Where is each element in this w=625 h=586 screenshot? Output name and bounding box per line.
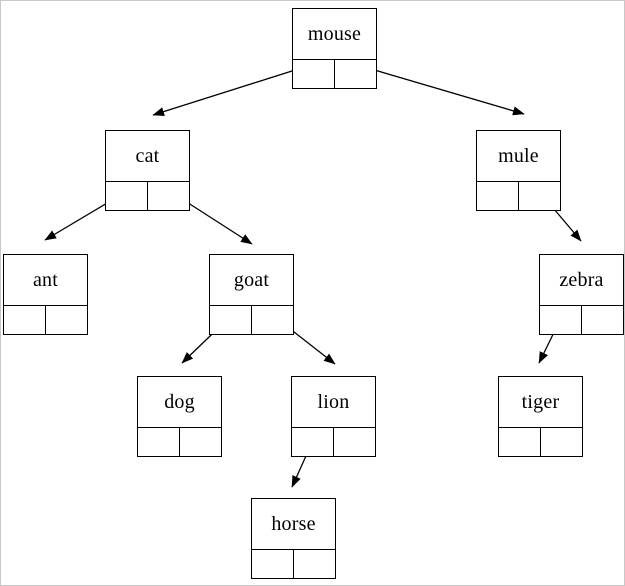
- right-pointer-cell-zebra[interactable]: [582, 306, 623, 334]
- left-pointer-cell-lion[interactable]: [292, 428, 334, 456]
- node-label-tiger: tiger: [499, 377, 582, 428]
- right-pointer-cell-cat[interactable]: [148, 182, 189, 210]
- right-pointer-cell-mouse[interactable]: [335, 60, 376, 88]
- node-pointers-mule: [477, 182, 560, 210]
- node-label-horse: horse: [252, 499, 335, 550]
- node-label-zebra: zebra: [540, 255, 623, 306]
- tree-node-ant[interactable]: ant: [3, 254, 88, 335]
- node-label-goat: goat: [210, 255, 293, 306]
- right-pointer-cell-goat[interactable]: [252, 306, 293, 334]
- left-pointer-cell-tiger[interactable]: [499, 428, 541, 456]
- tree-node-cat[interactable]: cat: [105, 130, 190, 211]
- tree-node-tiger[interactable]: tiger: [498, 376, 583, 457]
- node-pointers-cat: [106, 182, 189, 210]
- tree-node-lion[interactable]: lion: [291, 376, 376, 457]
- node-pointers-goat: [210, 306, 293, 334]
- left-pointer-cell-dog[interactable]: [138, 428, 180, 456]
- tree-node-dog[interactable]: dog: [137, 376, 222, 457]
- right-pointer-cell-dog[interactable]: [180, 428, 221, 456]
- right-pointer-cell-lion[interactable]: [334, 428, 375, 456]
- tree-node-zebra[interactable]: zebra: [539, 254, 624, 335]
- right-pointer-cell-ant[interactable]: [46, 306, 87, 334]
- node-pointers-zebra: [540, 306, 623, 334]
- right-pointer-cell-horse[interactable]: [294, 550, 335, 578]
- left-pointer-cell-mule[interactable]: [477, 182, 519, 210]
- node-label-mule: mule: [477, 131, 560, 182]
- right-pointer-cell-mule[interactable]: [519, 182, 560, 210]
- node-label-lion: lion: [292, 377, 375, 428]
- node-pointers-lion: [292, 428, 375, 456]
- left-pointer-cell-mouse[interactable]: [293, 60, 335, 88]
- edge-mouse-to-mule: [353, 63, 525, 116]
- node-pointers-horse: [252, 550, 335, 578]
- left-pointer-cell-horse[interactable]: [252, 550, 294, 578]
- node-pointers-mouse: [293, 60, 376, 88]
- node-pointers-ant: [4, 306, 87, 334]
- edge-mouse-to-cat: [152, 63, 315, 117]
- tree-node-horse[interactable]: horse: [251, 498, 336, 579]
- node-label-cat: cat: [106, 131, 189, 182]
- node-pointers-dog: [138, 428, 221, 456]
- tree-node-mule[interactable]: mule: [476, 130, 561, 211]
- node-pointers-tiger: [499, 428, 582, 456]
- node-label-dog: dog: [138, 377, 221, 428]
- left-pointer-cell-ant[interactable]: [4, 306, 46, 334]
- node-label-mouse: mouse: [293, 9, 376, 60]
- right-pointer-cell-tiger[interactable]: [541, 428, 582, 456]
- tree-node-mouse[interactable]: mouse: [292, 8, 377, 89]
- left-pointer-cell-goat[interactable]: [210, 306, 252, 334]
- left-pointer-cell-cat[interactable]: [106, 182, 148, 210]
- node-label-ant: ant: [4, 255, 87, 306]
- tree-node-goat[interactable]: goat: [209, 254, 294, 335]
- left-pointer-cell-zebra[interactable]: [540, 306, 582, 334]
